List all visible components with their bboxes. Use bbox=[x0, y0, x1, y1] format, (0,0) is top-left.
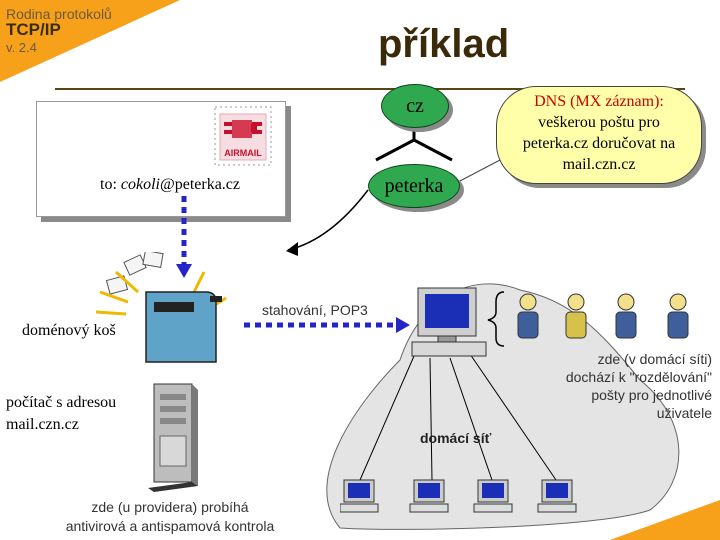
user-icon bbox=[517, 293, 539, 339]
dist-line1: zde (v domácí síti) bbox=[597, 351, 712, 367]
stamp-text: AIRMAIL bbox=[224, 148, 262, 158]
download-label: stahování, POP3 bbox=[262, 302, 368, 318]
title-rule bbox=[55, 88, 685, 90]
computer-icon bbox=[473, 479, 513, 513]
callout-line4: mail.czn.cz bbox=[562, 156, 636, 173]
home-computer-icon bbox=[411, 287, 487, 357]
client-computers bbox=[340, 479, 577, 513]
users-group bbox=[517, 293, 689, 339]
server-icon bbox=[148, 383, 198, 492]
computer-icon bbox=[537, 479, 577, 513]
provider-line1: zde (u providera) probíhá bbox=[91, 499, 249, 515]
corner-decoration-top-left bbox=[0, 0, 180, 82]
recipient-address: to: cokoli@peterka.cz bbox=[100, 176, 240, 194]
server-label-line1: počítač s adresou bbox=[6, 394, 117, 411]
version-label: v. 2.4 bbox=[6, 40, 37, 55]
dist-line2: dochází k "rozdělování" bbox=[565, 369, 712, 385]
callout-line1: DNS (MX záznam): bbox=[534, 93, 664, 110]
computer-icon bbox=[409, 479, 449, 513]
to-domain: @peterka.cz bbox=[159, 176, 240, 193]
series-label: Rodina protokolů bbox=[6, 6, 112, 22]
callout-line3: peterka.cz doručovat na bbox=[522, 135, 676, 152]
to-prefix: to: bbox=[100, 176, 121, 193]
dns-node-cz: cz bbox=[381, 84, 449, 128]
airmail-stamp-icon: AIRMAIL bbox=[214, 106, 272, 166]
server-label-line2: mail.czn.cz bbox=[6, 416, 79, 433]
user-icon bbox=[565, 293, 587, 339]
provider-note: zde (u providera) probíhá antivirová a a… bbox=[40, 498, 300, 536]
home-network-label: domácí síť bbox=[420, 430, 492, 446]
domain-bin-label: doménový koš bbox=[22, 322, 116, 339]
dns-node-peterka: peterka bbox=[368, 164, 460, 208]
slide-title: příklad bbox=[378, 22, 510, 66]
topic-label: TCP/IP bbox=[6, 20, 61, 39]
dist-line4: uživatele bbox=[656, 405, 712, 421]
distribution-note: zde (v domácí síti) dochází k "rozdělová… bbox=[540, 350, 712, 422]
callout-line2: veškerou poštu pro bbox=[538, 114, 660, 131]
computer-icon bbox=[340, 479, 379, 513]
dist-line3: pošty pro jednotlivé bbox=[591, 387, 712, 403]
user-icon bbox=[667, 293, 689, 339]
mailbox-icon bbox=[95, 252, 227, 363]
provider-line2: antivirová a antispamová kontrola bbox=[65, 518, 275, 534]
user-icon bbox=[615, 293, 637, 339]
dns-callout: DNS (MX záznam): veškerou poštu pro pete… bbox=[496, 86, 702, 184]
to-user: cokoli bbox=[120, 176, 160, 193]
